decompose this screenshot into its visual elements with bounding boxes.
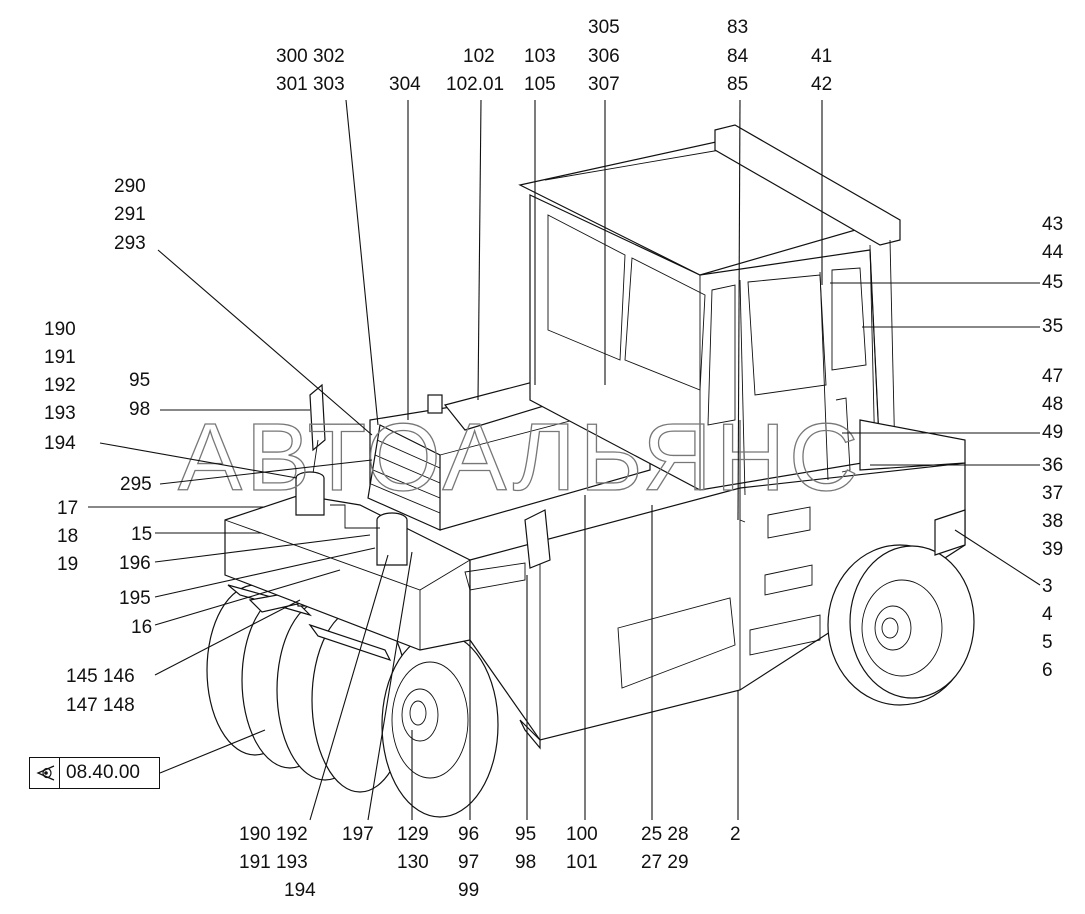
callout-label: 95 — [515, 824, 536, 845]
callout-labels: 300 302 301 303 304 102 102.01 103 105 3… — [44, 17, 1064, 901]
callout-label: 301 303 — [276, 74, 345, 95]
callout-label: 44 — [1042, 242, 1064, 263]
callout-label: 85 — [727, 74, 748, 95]
callout-label: 291 — [114, 204, 146, 225]
callout-label: 25 28 — [641, 824, 689, 845]
callout-label: 84 — [727, 46, 749, 67]
radiator-grille — [367, 424, 441, 531]
callout-label: 99 — [458, 880, 479, 901]
callout-label: 102 — [463, 46, 495, 67]
callout-label: 3 — [1042, 576, 1053, 597]
callout-label: 39 — [1042, 539, 1063, 560]
callout-label: 47 — [1042, 366, 1063, 387]
callout-label: 194 — [284, 880, 316, 901]
callout-label: 38 — [1042, 511, 1063, 532]
callout-label: 6 — [1042, 660, 1053, 681]
callout-label: 103 — [524, 46, 556, 67]
callout-label: 96 — [458, 824, 479, 845]
callout-label: 2 — [730, 824, 741, 845]
rear-wheel — [827, 544, 975, 706]
tank-box — [524, 509, 551, 569]
callout-label: 95 — [129, 370, 150, 391]
reference-link[interactable]: 08.40.00 — [29, 757, 160, 789]
callout-label: 101 — [566, 852, 598, 873]
callout-label: 305 — [588, 17, 620, 38]
callout-label: 195 — [119, 588, 151, 609]
leader-lines — [88, 99, 1041, 821]
callout-label: 197 — [342, 824, 374, 845]
vent-slots — [749, 506, 821, 656]
filter-cans — [295, 471, 408, 566]
callout-label: 191 — [44, 347, 76, 368]
callout-label: 129 — [397, 824, 429, 845]
callout-label: 295 — [120, 474, 152, 495]
callout-label: 190 192 — [239, 824, 308, 845]
callout-label: 193 — [44, 403, 76, 424]
callout-label: 41 — [811, 46, 832, 67]
callout-label: 304 — [389, 74, 421, 95]
callout-label: 42 — [811, 74, 832, 95]
callout-label: 27 29 — [641, 852, 689, 873]
callout-label: 194 — [44, 433, 76, 454]
callout-label: 306 — [588, 46, 620, 67]
callout-label: 16 — [131, 617, 152, 638]
callout-label: 4 — [1042, 604, 1053, 625]
callout-label: 191 193 — [239, 852, 308, 873]
callout-label: 147 148 — [66, 695, 135, 716]
callout-label: 19 — [57, 554, 78, 575]
callout-label: 83 — [727, 17, 748, 38]
callout-label: 17 — [57, 498, 78, 519]
watermark: АВТОАЛЬЯНС — [178, 404, 862, 511]
callout-label: 97 — [458, 852, 479, 873]
callout-label: 196 — [119, 553, 151, 574]
rops-frame — [714, 124, 901, 246]
callout-label: 18 — [57, 526, 78, 547]
callout-label: 98 — [515, 852, 536, 873]
callout-label: 45 — [1042, 272, 1063, 293]
side-panel — [617, 597, 736, 689]
callout-label: 300 302 — [276, 46, 345, 67]
eye-icon — [30, 758, 60, 788]
callout-label: 130 — [397, 852, 429, 873]
callout-label: 15 — [131, 524, 152, 545]
roller-illustration — [206, 124, 975, 818]
callout-label: 43 — [1042, 214, 1063, 235]
callout-label: 102.01 — [446, 74, 504, 95]
callout-label: 36 — [1042, 455, 1063, 476]
callout-label: 192 — [44, 375, 76, 396]
callout-label: 49 — [1042, 422, 1063, 443]
callout-label: 145 146 — [66, 666, 135, 687]
callout-label: 105 — [524, 74, 556, 95]
callout-label: 293 — [114, 233, 146, 254]
callout-label: 100 — [566, 824, 598, 845]
callout-label: 35 — [1042, 316, 1063, 337]
callout-label: 5 — [1042, 632, 1053, 653]
callout-label: 37 — [1042, 483, 1063, 504]
callout-label: 290 — [114, 176, 146, 197]
callout-label: 48 — [1042, 394, 1063, 415]
callout-label: 190 — [44, 319, 76, 340]
callout-label: 98 — [129, 399, 150, 420]
reference-code: 08.40.00 — [66, 762, 140, 783]
callout-label: 307 — [588, 74, 620, 95]
